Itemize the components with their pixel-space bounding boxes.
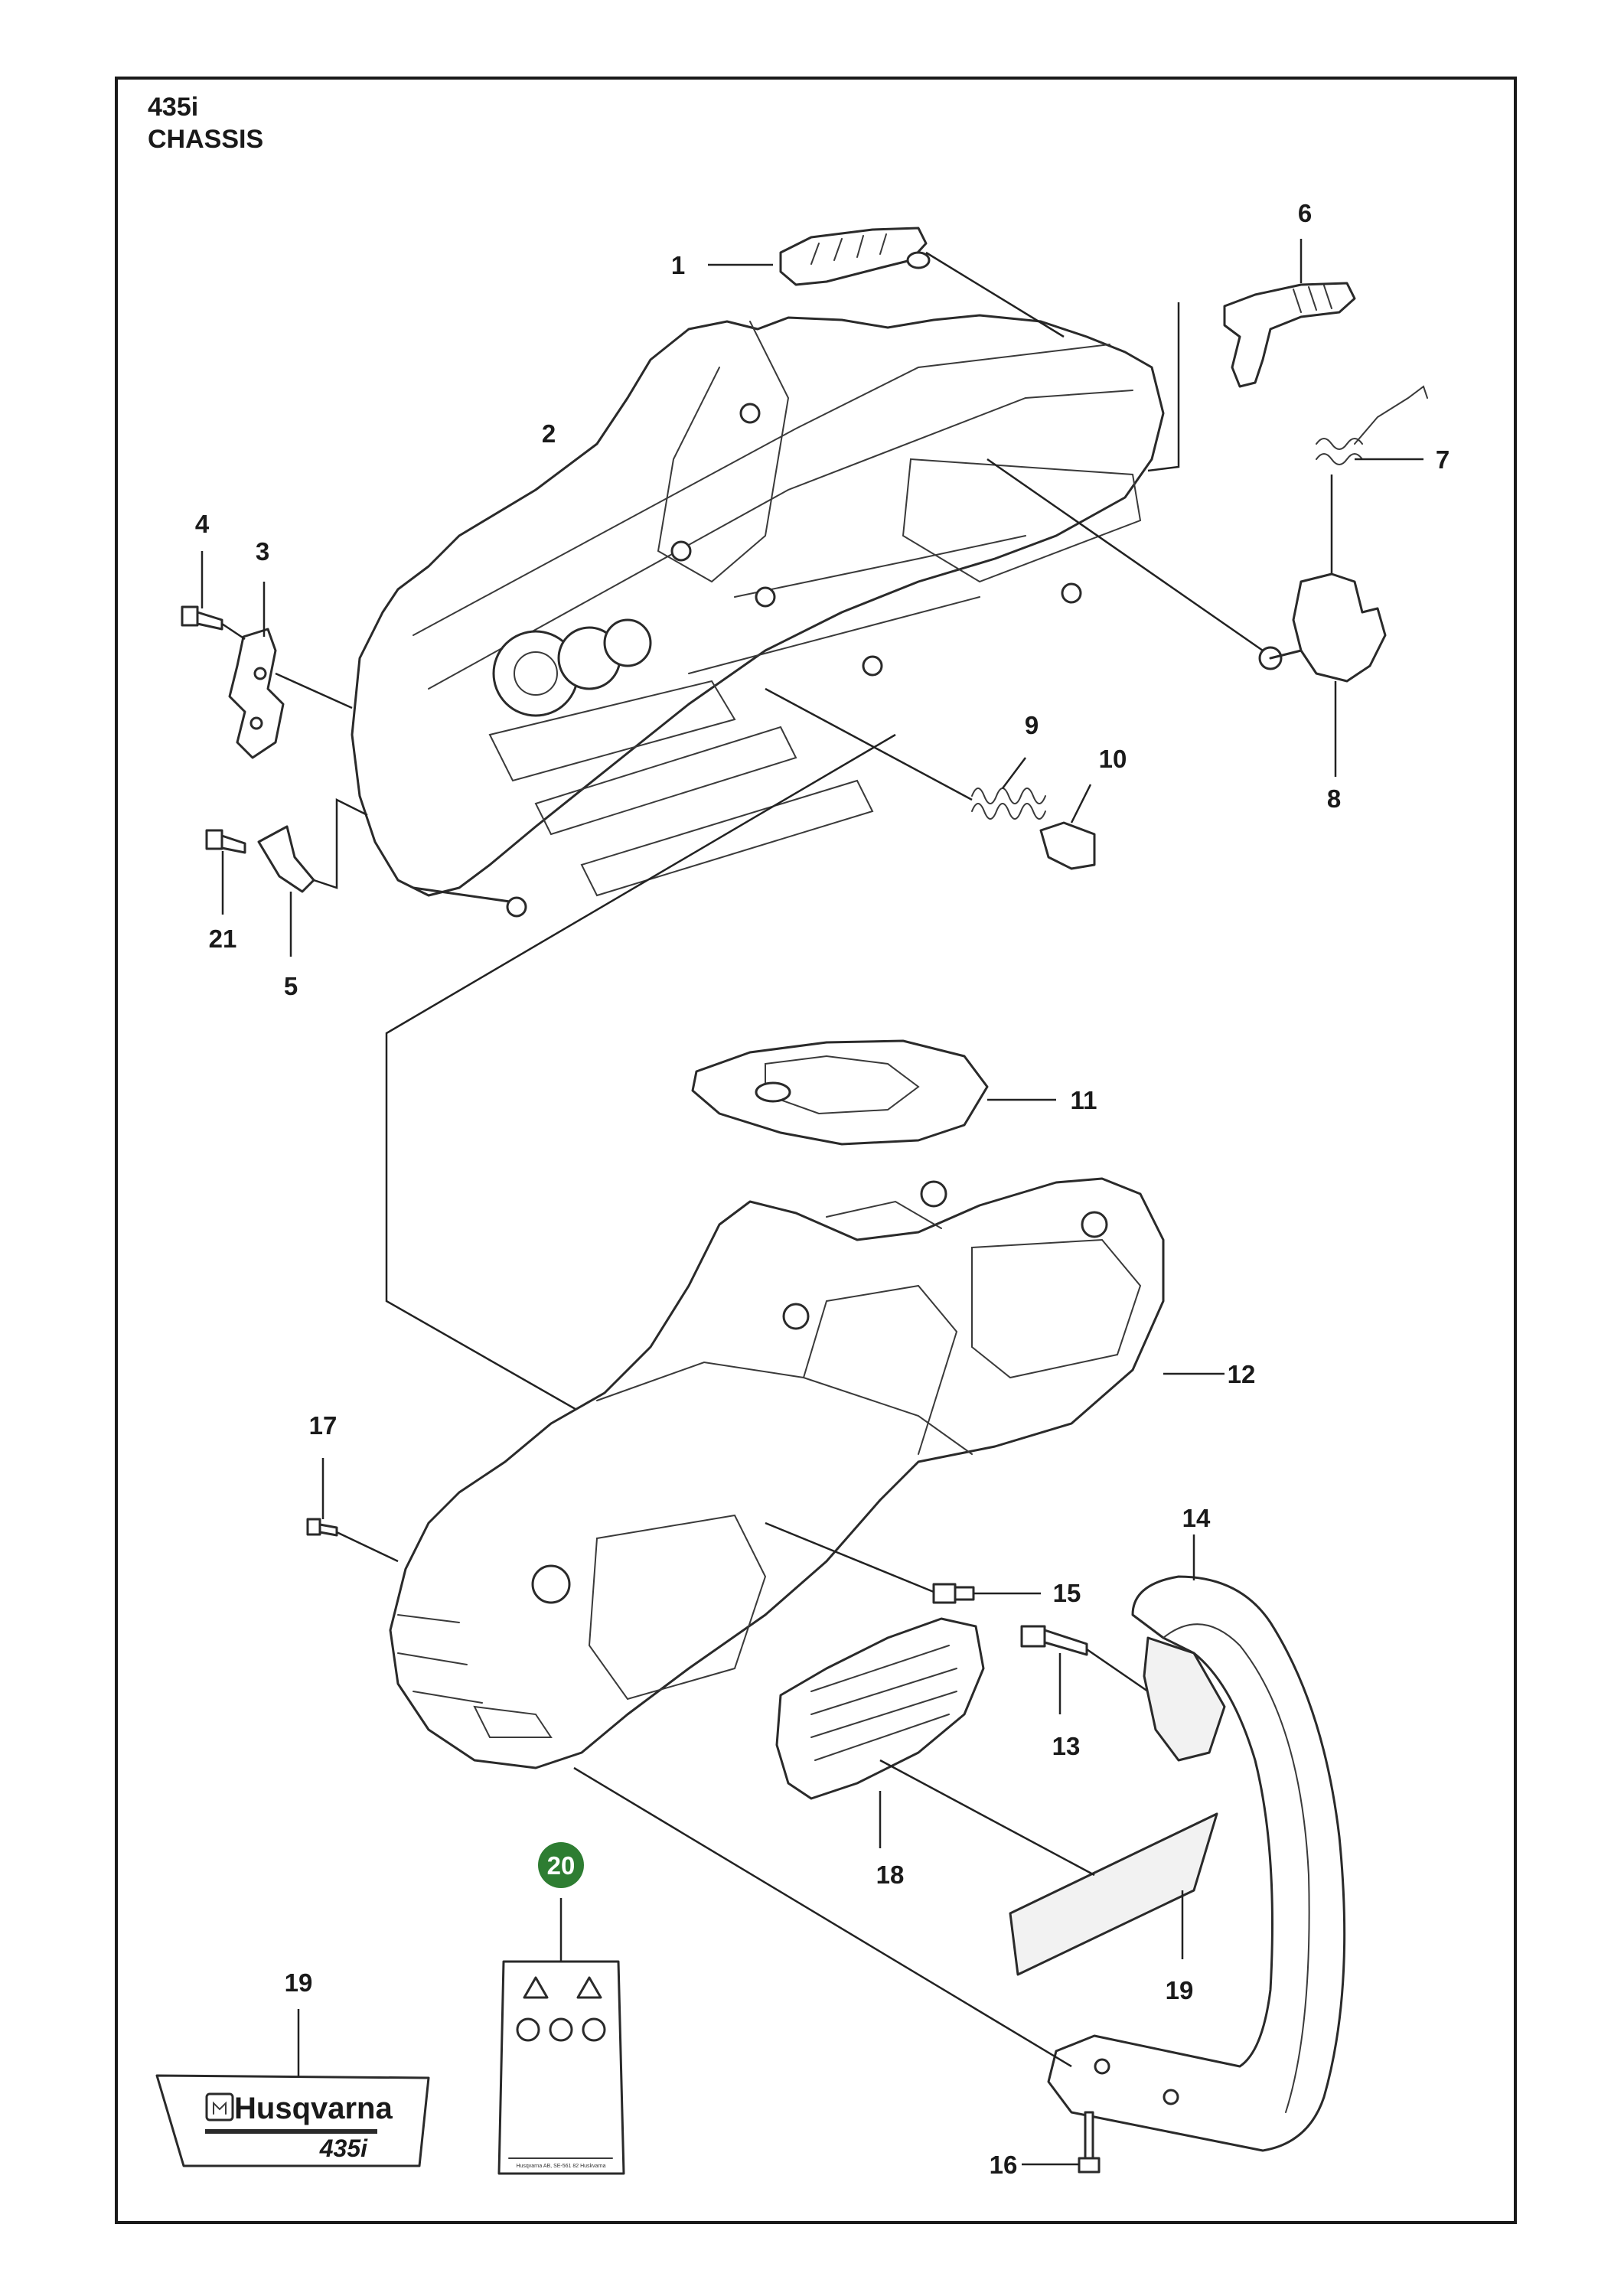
leader-4b: [221, 622, 246, 641]
part-16-screw: [1078, 2111, 1101, 2174]
callout-10: 10: [1099, 745, 1127, 773]
leader-1b: [925, 251, 1065, 338]
main-housing: [389, 1177, 1165, 1769]
callout-13: 13: [1052, 1732, 1081, 1760]
leader-19c: [879, 1759, 1095, 1877]
leader-10: [1070, 784, 1092, 823]
callout-16: 16: [990, 2151, 1018, 2179]
diagram-frame: [115, 77, 1517, 2224]
logo-brand-text: Husqvarna: [234, 2092, 393, 2125]
part-19-logo-decal: Husqvarna 435i: [155, 2074, 430, 2167]
callout-4: 4: [195, 510, 210, 538]
part-19-decal-right: [1009, 1812, 1218, 1976]
callout-17: 17: [309, 1411, 338, 1440]
section-title: CHASSIS: [148, 125, 264, 154]
leader-8b: [986, 458, 1264, 652]
part-18-starter-grille: [775, 1617, 985, 1800]
callout-14: 14: [1182, 1504, 1211, 1532]
callout-6: 6: [1298, 199, 1312, 227]
leader-13b: [1086, 1648, 1149, 1693]
part-21-screw: [205, 829, 246, 854]
callout-8: 8: [1327, 784, 1341, 813]
callout-21: 21: [209, 925, 237, 953]
part-13-screw: [1020, 1625, 1088, 1656]
leader-5b: [313, 797, 368, 889]
callout-11: 11: [1071, 1086, 1097, 1114]
leader-9: [1002, 757, 1026, 789]
leader-6b: [1147, 302, 1180, 472]
callout-9: 9: [1025, 711, 1039, 739]
logo-model-text: 435i: [319, 2135, 368, 2162]
part-20-warning-label: Husqvarna AB, SE-561 82 Huskvarna: [497, 1960, 625, 2175]
callout-15: 15: [1053, 1579, 1081, 1607]
part-8-throttle-lever: [1258, 572, 1387, 683]
callout-18: 18: [876, 1861, 905, 1889]
husqvarna-crown-icon: [205, 2092, 234, 2122]
assembly-leader-left: [385, 733, 896, 1502]
part-3-bumper-spike: [228, 628, 285, 759]
callout-19-right: 19: [1166, 1976, 1194, 2004]
part-14-front-handle: [1047, 1575, 1346, 2152]
callout-1: 1: [671, 251, 685, 279]
part-15-screw: [932, 1583, 975, 1604]
part-5-chain-catcher: [257, 825, 315, 893]
callout-19-left: 19: [285, 1968, 313, 1997]
callout-3: 3: [256, 537, 269, 566]
callout-20: 20: [547, 1851, 576, 1880]
model-title: 435i: [148, 93, 199, 122]
leader-17b: [336, 1531, 399, 1563]
part-10-lock-button: [1039, 821, 1096, 870]
crankcase-chassis: [351, 314, 1165, 918]
highlight-callout-badge: [538, 1842, 584, 1888]
label-sheet-footer: Husqvarna AB, SE-561 82 Huskvarna: [516, 2164, 605, 2169]
part-4-screw: [181, 605, 223, 631]
part-6-throttle-trigger: [1223, 282, 1356, 388]
callout-5: 5: [284, 972, 298, 1000]
part-1-trigger-lockout: [779, 227, 931, 286]
leader-3b: [275, 672, 353, 709]
callout-7: 7: [1436, 445, 1450, 474]
leader-15b: [765, 1521, 934, 1593]
leader-9b: [765, 687, 973, 801]
leader-16b: [573, 1766, 1072, 2068]
part-7-spring: [1316, 385, 1428, 465]
part-9-spring: [971, 788, 1046, 820]
part-17-screw: [306, 1518, 338, 1537]
callout-2: 2: [542, 419, 556, 448]
callout-12: 12: [1228, 1360, 1256, 1388]
part-11-cylinder-cover: [691, 1039, 989, 1146]
